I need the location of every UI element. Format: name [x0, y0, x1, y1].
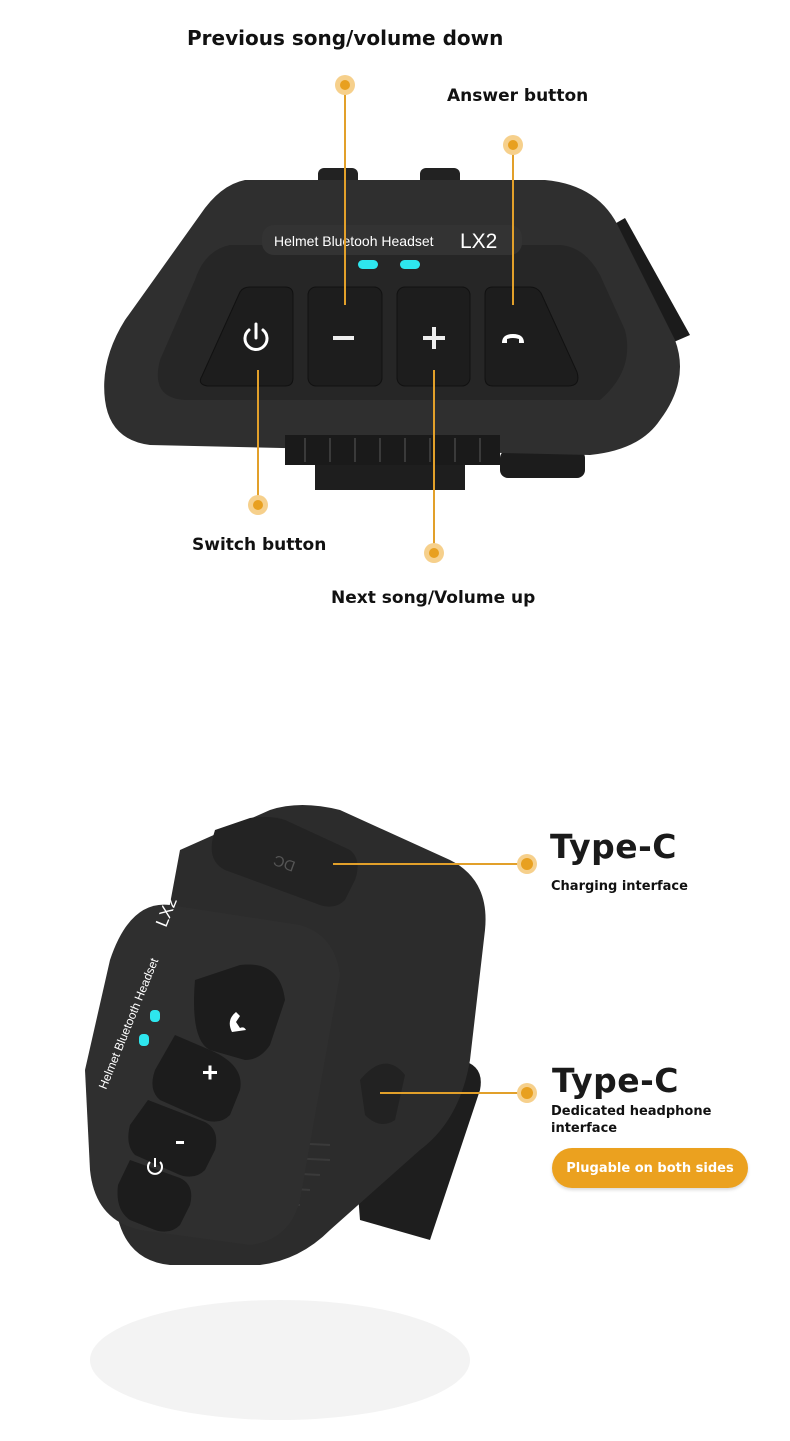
callout-dots: [517, 854, 537, 1103]
callout-dots: [248, 75, 523, 563]
top-device-illustration: Helmet Bluetooh Headset LX2: [104, 75, 690, 563]
plugable-badge: Plugable on both sides: [552, 1148, 748, 1188]
volume-down-button[interactable]: [128, 1100, 217, 1177]
headphone-subtitle-line1: Dedicated headphone: [551, 1104, 712, 1119]
led-indicator: [358, 260, 378, 269]
callout-next-song: Next song/Volume up: [331, 588, 536, 608]
plus-icon: [203, 1065, 217, 1080]
callout-switch-button: Switch button: [192, 535, 327, 555]
led-indicator: [150, 1010, 160, 1022]
headphone-subtitle-line2: interface: [551, 1121, 618, 1136]
headphone-port-title: Type-C: [552, 1061, 680, 1100]
charging-port-title: Type-C: [550, 827, 678, 866]
device-model: LX2: [460, 230, 497, 253]
phone-icon: [502, 334, 524, 343]
power-icon: [147, 1158, 163, 1175]
port-cover: [211, 816, 358, 907]
device-label: Helmet Bluetooh Headset: [274, 233, 434, 249]
grill-lines: [304, 438, 481, 462]
volume-down-button[interactable]: [307, 286, 383, 387]
minus-icon: [333, 336, 354, 340]
port-cover-text: DC: [271, 851, 297, 874]
plus-icon: [423, 327, 445, 349]
led-indicator: [139, 1034, 149, 1046]
callout-answer-button: Answer button: [447, 86, 589, 106]
grill-block: [285, 435, 500, 465]
power-icon: [243, 322, 269, 351]
headphone-port-subtitle: Dedicated headphone interface: [551, 1103, 711, 1137]
power-button[interactable]: [117, 1158, 192, 1232]
answer-button[interactable]: [484, 286, 579, 387]
charging-port-subtitle: Charging interface: [551, 879, 688, 894]
callout-previous-song: Previous song/volume down: [187, 26, 504, 50]
callout-lines: [333, 863, 527, 1094]
bottom-latch: [500, 450, 585, 478]
minus-icon: [176, 1141, 184, 1144]
label-strip: [262, 225, 522, 255]
power-button[interactable]: [199, 286, 294, 387]
reflection: [90, 1300, 470, 1420]
volume-up-button[interactable]: [152, 1035, 241, 1122]
answer-button[interactable]: [194, 964, 285, 1060]
callout-lines: [257, 85, 514, 553]
phone-icon: [229, 1012, 246, 1032]
grill-ribs: [285, 435, 500, 465]
led-indicator: [400, 260, 420, 269]
